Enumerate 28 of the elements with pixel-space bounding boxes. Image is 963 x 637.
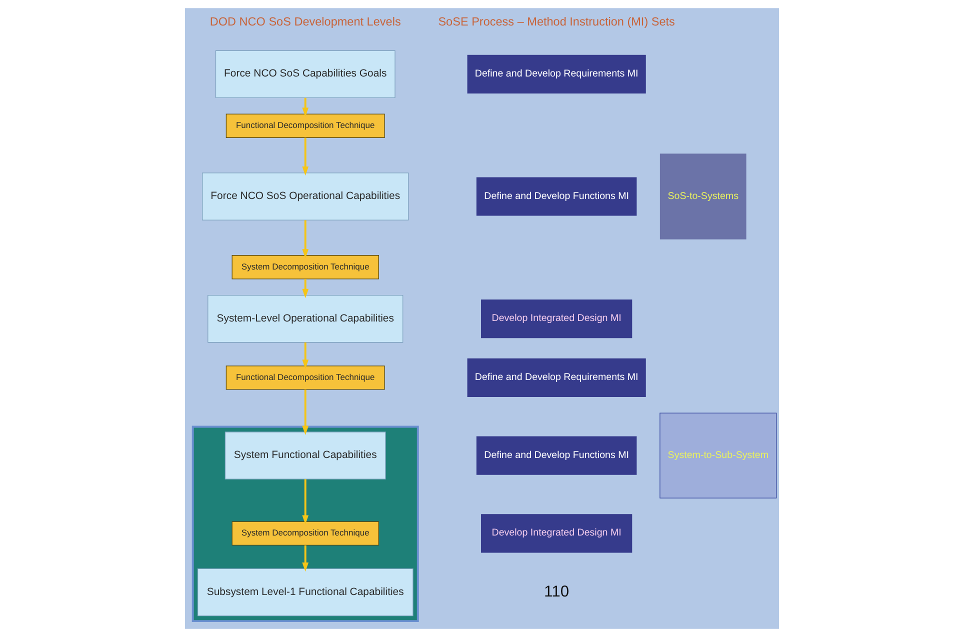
node-box: SoS-to-Systems bbox=[659, 154, 746, 240]
arrow bbox=[302, 545, 308, 572]
arrow bbox=[302, 342, 308, 369]
node-box: Subsystem Level-1 Functional Capabilities bbox=[196, 568, 413, 616]
node-box: System Decomposition Technique bbox=[231, 521, 378, 546]
label: 110 bbox=[544, 583, 569, 600]
node-box: Functional Decomposition Technique bbox=[225, 366, 384, 390]
node-box: System Decomposition Technique bbox=[231, 255, 378, 280]
node-box: Functional Decomposition Technique bbox=[225, 114, 384, 138]
node-box: Force NCO SoS Operational Capabilities bbox=[202, 172, 408, 220]
node-box: Develop Integrated Design MI bbox=[480, 300, 632, 338]
arrow bbox=[302, 479, 308, 524]
node-box: Develop Integrated Design MI bbox=[480, 514, 632, 553]
label: SoSE Process – Method Instruction (MI) Sets bbox=[438, 15, 674, 28]
node-box: Define and Develop Requirements MI bbox=[466, 54, 646, 94]
node-box: System Functional Capabilities bbox=[224, 432, 386, 480]
arrow bbox=[302, 98, 308, 117]
label: DOD NCO SoS Development Levels bbox=[209, 15, 400, 28]
node-box: System-to-Sub-System bbox=[659, 412, 776, 498]
node-box: Define and Develop Requirements MI bbox=[466, 358, 646, 397]
arrow bbox=[302, 138, 308, 176]
node-box: Force NCO SoS Capabilities Goals bbox=[214, 50, 395, 98]
node-box: Define and Develop Functions MI bbox=[476, 177, 636, 216]
node-box: System-Level Operational Capabilities bbox=[207, 294, 403, 343]
arrow bbox=[302, 220, 308, 258]
arrow bbox=[302, 390, 308, 435]
arrow bbox=[302, 279, 308, 298]
node-box: Define and Develop Functions MI bbox=[476, 436, 636, 475]
